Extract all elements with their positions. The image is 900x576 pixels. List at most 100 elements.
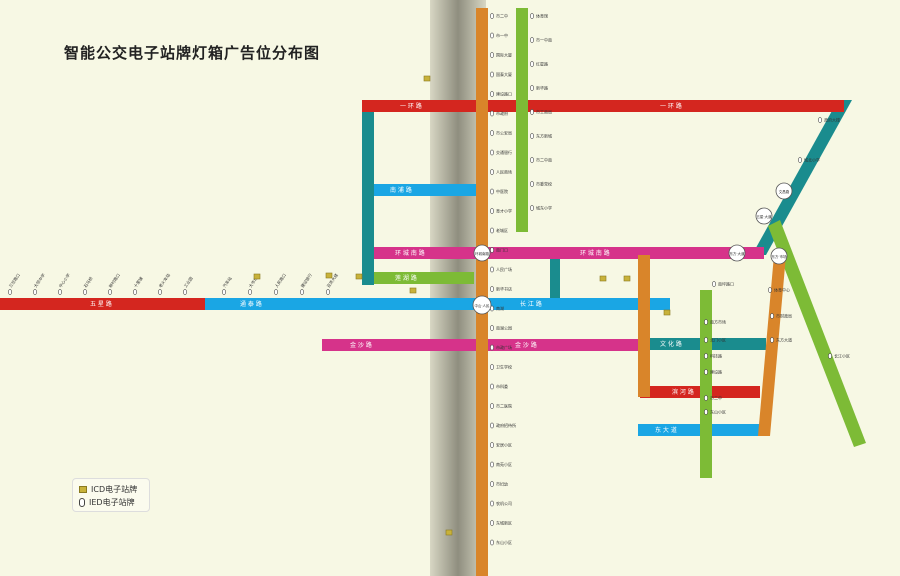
icd-marker[interactable]	[355, 273, 363, 280]
ied-stop[interactable]	[490, 247, 494, 253]
ied-stop[interactable]	[490, 71, 494, 78]
hub-h1[interactable]	[473, 244, 491, 262]
teal-diagonal	[752, 100, 852, 255]
hub-h2[interactable]	[472, 295, 492, 315]
ied-stop[interactable]	[58, 289, 62, 295]
hub-h5[interactable]	[728, 244, 746, 262]
stop-label: 市公安局	[496, 130, 512, 136]
ied-stop[interactable]	[490, 110, 494, 117]
ied-stop[interactable]	[490, 149, 494, 156]
stop-label: 南门口	[496, 247, 508, 253]
icd-marker[interactable]	[253, 273, 261, 280]
stop-label: 汽车站	[221, 275, 233, 288]
ied-stop[interactable]	[530, 37, 534, 43]
ied-stop[interactable]	[490, 13, 494, 19]
stops-blue-line: 汽车站大市场人民路口建设银行百货大楼	[221, 272, 339, 295]
red-line-top	[362, 100, 844, 112]
ied-stop[interactable]	[490, 500, 494, 507]
ied-stop[interactable]	[530, 205, 534, 211]
ied-stop[interactable]	[768, 287, 772, 293]
stop-label: 新华路	[536, 85, 548, 91]
ied-stop[interactable]	[490, 442, 494, 448]
stop-label: 南苑小区	[496, 461, 512, 467]
ied-stop[interactable]	[530, 157, 534, 163]
ied-stop[interactable]	[490, 344, 494, 351]
hub-h4[interactable]	[755, 207, 773, 225]
ied-stop[interactable]	[490, 32, 494, 39]
ied-stop[interactable]	[490, 481, 494, 487]
ied-stop[interactable]	[798, 157, 802, 163]
ied-stop[interactable]	[490, 266, 494, 273]
ied-stop[interactable]	[133, 289, 137, 295]
stop-label: 农机公司	[496, 500, 512, 506]
ied-stop[interactable]	[530, 61, 534, 67]
stop-label: 新华书店	[496, 286, 512, 292]
ied-stop[interactable]	[704, 319, 708, 325]
stop-label: 中医院	[496, 188, 508, 194]
ied-stop[interactable]	[704, 353, 708, 359]
ied-stop[interactable]	[704, 337, 708, 343]
ied-stop[interactable]	[712, 281, 716, 287]
stop-label: 人民商场	[496, 169, 512, 175]
ied-stop[interactable]	[108, 289, 112, 295]
ied-stop[interactable]	[490, 422, 494, 429]
ied-stop[interactable]	[530, 181, 534, 187]
ied-stop[interactable]	[490, 91, 494, 97]
icd-marker[interactable]	[445, 529, 453, 536]
ied-stop[interactable]	[490, 169, 494, 175]
ied-stop[interactable]	[8, 289, 12, 295]
ied-stop[interactable]	[818, 117, 822, 123]
ied-stop[interactable]	[490, 403, 494, 409]
ied-stop[interactable]	[326, 289, 330, 295]
hub-h6-label: 东方·市场	[771, 254, 787, 259]
stop-label: 东城新区	[496, 520, 512, 526]
stops-yellow-line: 市二中市一中国际大厦国泰大厦建设路口市政府市公安局交通银行人民商场中医院育才小学…	[490, 13, 516, 546]
ied-stop[interactable]	[183, 289, 187, 295]
icd-marker[interactable]	[599, 275, 607, 282]
ied-stop[interactable]	[490, 325, 494, 331]
ied-stop[interactable]	[222, 289, 226, 295]
road-label-dongda: 东 大 道	[655, 426, 677, 434]
ied-stop[interactable]	[490, 286, 494, 292]
icd-marker[interactable]	[423, 75, 431, 82]
ied-stop[interactable]	[704, 369, 708, 375]
ied-stop[interactable]	[770, 337, 774, 343]
ied-stop[interactable]	[490, 130, 494, 136]
ied-stop[interactable]	[490, 520, 494, 526]
ied-stop[interactable]	[530, 85, 534, 91]
ied-stop[interactable]	[158, 289, 162, 295]
ied-stop[interactable]	[704, 395, 708, 401]
ied-stop[interactable]	[274, 289, 278, 295]
ied-stop[interactable]	[530, 109, 534, 115]
ied-stop[interactable]	[490, 305, 494, 312]
ied-stop[interactable]	[490, 188, 494, 195]
ied-stop[interactable]	[490, 461, 494, 468]
stop-label: 三岔路口	[7, 272, 21, 289]
ied-stop[interactable]	[530, 133, 534, 139]
ied-stop[interactable]	[530, 13, 534, 19]
ied-stop[interactable]	[490, 52, 494, 58]
hub-h3[interactable]	[775, 182, 793, 200]
ied-stop[interactable]	[490, 227, 494, 234]
ied-stop[interactable]	[300, 289, 304, 295]
green-line-mid	[374, 272, 474, 284]
stop-label: 市财政局	[776, 313, 792, 319]
stop-label: 工业园	[182, 275, 194, 288]
ied-icon	[79, 497, 85, 507]
icd-marker[interactable]	[623, 275, 631, 282]
ied-stop[interactable]	[770, 313, 774, 319]
icd-marker[interactable]	[409, 287, 417, 294]
ied-stop[interactable]	[490, 208, 494, 214]
ied-stop[interactable]	[490, 539, 494, 546]
stop-label: 南坪路口	[718, 281, 734, 287]
ied-stop[interactable]	[33, 289, 37, 295]
hub-h6[interactable]	[770, 247, 788, 265]
ied-stop[interactable]	[704, 409, 708, 415]
icd-marker[interactable]	[325, 272, 333, 279]
ied-stop[interactable]	[490, 364, 494, 370]
icd-marker[interactable]	[663, 309, 671, 316]
ied-stop[interactable]	[828, 353, 832, 359]
ied-stop[interactable]	[248, 289, 252, 295]
ied-stop[interactable]	[83, 289, 87, 295]
ied-stop[interactable]	[490, 383, 494, 390]
